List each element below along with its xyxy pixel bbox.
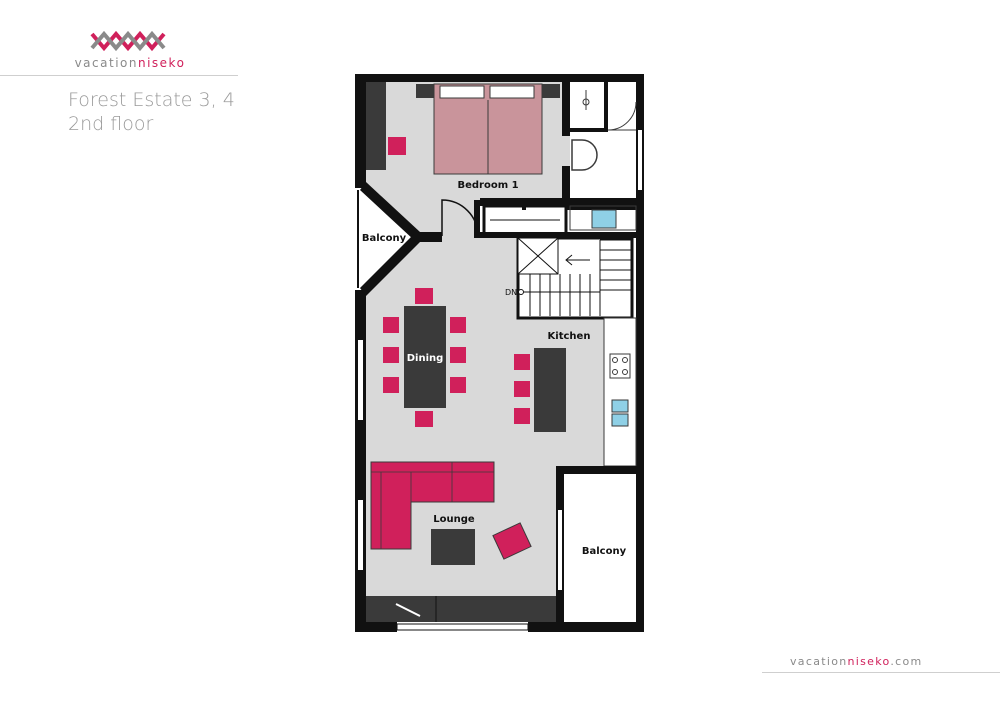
- wall-right: [636, 74, 644, 632]
- armchair: [492, 522, 532, 560]
- dining-chair: [450, 377, 466, 393]
- toilet-icon: [571, 139, 598, 171]
- brand-logo: vacationniseko: [60, 28, 200, 78]
- room-label-bedroom: Bedroom 1: [457, 180, 518, 191]
- stair-label: DN: [505, 288, 517, 297]
- kitchen-island: [534, 348, 566, 432]
- wall-left-upper: [355, 74, 366, 188]
- dining-chair: [415, 288, 433, 304]
- window-left: [358, 340, 363, 420]
- website-tld: .com: [890, 655, 923, 668]
- cooktop-icon: [609, 353, 631, 379]
- stool: [514, 408, 530, 424]
- bedroom-cabinet: [366, 82, 386, 170]
- wall-top: [355, 74, 644, 82]
- logo-suffix: niseko: [137, 56, 186, 70]
- logo-prefix: vacation: [74, 56, 138, 70]
- wall-angled-lower: [360, 234, 420, 296]
- bath-wall-left-lower: [562, 166, 570, 206]
- window-bottom: [396, 623, 529, 631]
- wall-stub: [414, 232, 442, 242]
- wall-left-lower: [355, 290, 366, 632]
- kitchen-sink-icon: [611, 399, 629, 413]
- page-title: Forest Estate 3, 4 2nd floor: [68, 88, 235, 136]
- room-label-balcony-east: Balcony: [582, 546, 627, 557]
- tv-icon: [395, 603, 421, 617]
- dining-chair: [450, 317, 466, 333]
- room-label-lounge: Lounge: [433, 514, 475, 525]
- title-line-2: 2nd floor: [68, 113, 154, 135]
- bath-sink-icon: [591, 209, 617, 229]
- east-balcony-floor: [563, 476, 639, 622]
- shower-wall-v: [604, 82, 608, 132]
- dining-chair: [383, 317, 399, 333]
- website-suffix: niseko: [847, 655, 891, 668]
- website-prefix: vacation: [790, 655, 848, 668]
- website-link[interactable]: vacationniseko.com: [790, 655, 923, 668]
- wall-angled-upper: [360, 182, 420, 240]
- dining-chair: [383, 377, 399, 393]
- bath-wall-bottom: [562, 204, 640, 210]
- shower-wall: [570, 128, 606, 132]
- footer-divider: [762, 672, 1000, 673]
- dining-chair: [450, 347, 466, 363]
- room-label-dining: Dining: [407, 353, 444, 364]
- dining-table: [404, 306, 446, 408]
- title-line-1: Forest Estate 3, 4: [68, 89, 235, 111]
- nightstand-right: [542, 84, 560, 98]
- header-divider: [0, 75, 238, 76]
- room-label-kitchen: Kitchen: [548, 331, 591, 342]
- stair-marker-icon: [518, 289, 524, 295]
- kitchen-counter: [603, 317, 637, 467]
- logo-mark-icon: [90, 30, 166, 52]
- window-right-bath: [638, 130, 642, 190]
- stool: [514, 354, 530, 370]
- bedroom-chair: [388, 137, 406, 155]
- west-balcony-floor: [358, 186, 412, 290]
- wall-bottom-right: [528, 622, 644, 632]
- bath-wall-left: [562, 82, 570, 136]
- pillow-left: [439, 85, 485, 99]
- wardrobe-base: [476, 232, 638, 238]
- bath-vanity: [569, 205, 637, 231]
- stair-arrow-icon: [565, 254, 590, 266]
- bedroom-wall: [480, 198, 638, 206]
- stool: [514, 381, 530, 397]
- bath-door-icon: [607, 101, 637, 131]
- kitchen-wall-bottom: [556, 466, 640, 474]
- wall-bottom-left: [355, 622, 397, 632]
- dining-chair: [415, 411, 433, 427]
- nightstand-left: [416, 84, 434, 98]
- pillow-right: [489, 85, 535, 99]
- coffee-table: [431, 529, 475, 565]
- room-label-balcony-west: Balcony: [362, 233, 407, 244]
- window-left-lower: [358, 500, 363, 570]
- dining-chair: [383, 347, 399, 363]
- logo-wordmark: vacationniseko: [60, 56, 200, 70]
- tv-unit: [366, 596, 556, 622]
